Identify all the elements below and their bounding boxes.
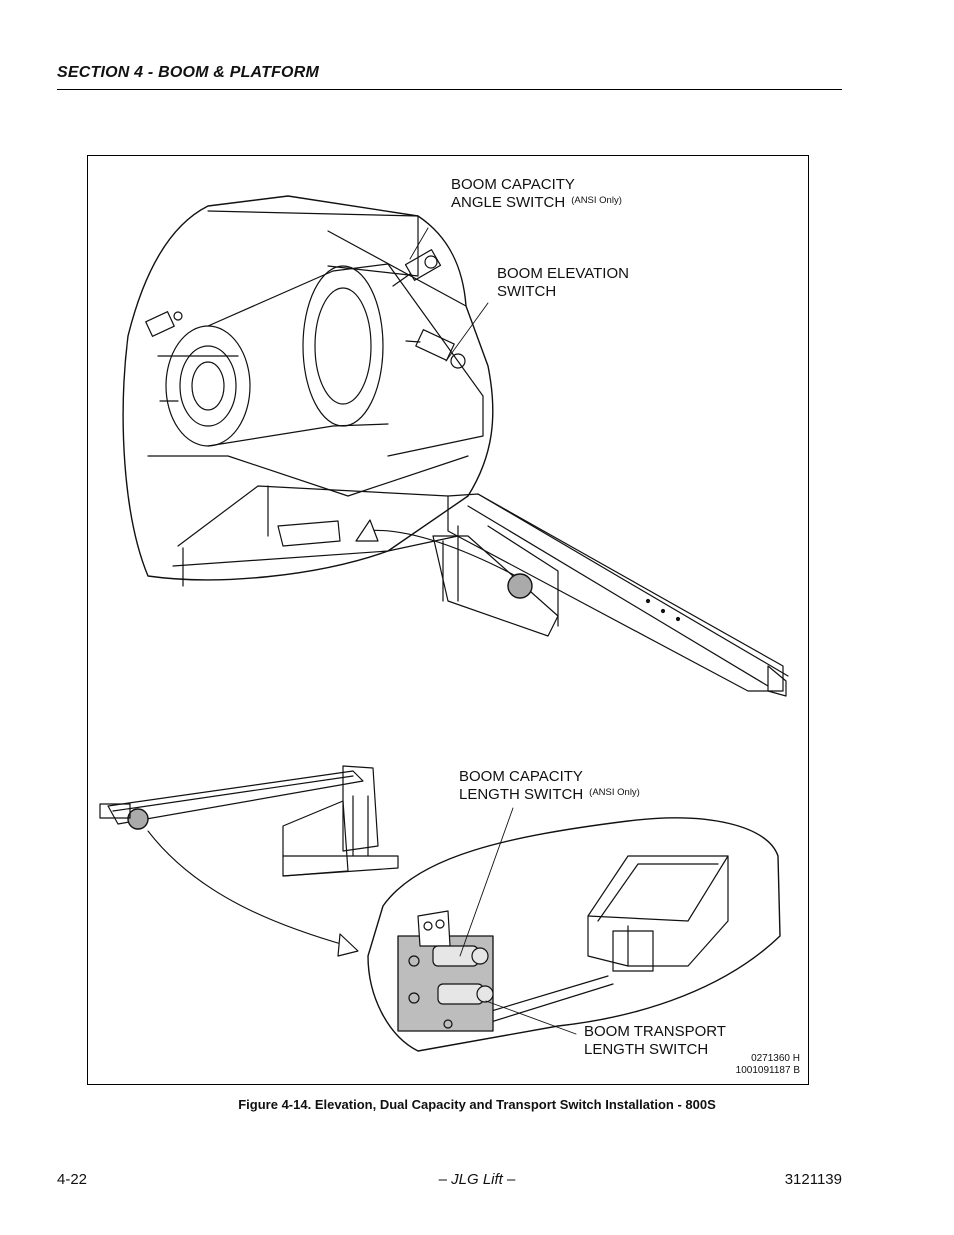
figure-frame [87, 155, 809, 1085]
pivot-detail-view [122, 195, 494, 587]
label-capacity-angle-line1: BOOM CAPACITY [451, 176, 575, 193]
label-capacity-length-switch: BOOM CAPACITY LENGTH SWITCH (ANSI Only) [459, 768, 640, 806]
boom-overview-upper [432, 493, 789, 697]
label-capacity-angle-switch: BOOM CAPACITY ANGLE SWITCH (ANSI Only) [451, 176, 622, 214]
tip-detail-view [367, 817, 781, 1052]
label-transport-line2: LENGTH SWITCH [584, 1041, 709, 1058]
header-rule [57, 89, 842, 90]
label-capacity-length-line1: BOOM CAPACITY [459, 768, 583, 785]
capacity-angle-switch [392, 249, 442, 287]
label-elevation-line2: SWITCH [497, 283, 557, 300]
label-capacity-length-line2: LENGTH SWITCH (ANSI Only) [459, 786, 640, 806]
ref-code-2: 1001091187 B [735, 1065, 800, 1076]
document-number: 3121139 [784, 1171, 842, 1188]
label-capacity-angle-note: (ANSI Only) [571, 195, 622, 206]
label-capacity-length-note: (ANSI Only) [589, 787, 640, 798]
footer-publisher: – JLG Lift – [438, 1171, 516, 1188]
figure-caption: Figure 4-14. Elevation, Dual Capacity an… [238, 1097, 716, 1112]
label-capacity-angle-line2: ANGLE SWITCH (ANSI Only) [451, 194, 622, 214]
label-capacity-angle-line2-text: ANGLE SWITCH [451, 194, 566, 211]
label-transport-length-switch: BOOM TRANSPORT LENGTH SWITCH [584, 1023, 726, 1059]
figure-reference-codes: 0271360 H 1001091187 B [736, 1053, 800, 1077]
capacity-length-switch [432, 945, 489, 967]
label-elevation-line1: BOOM ELEVATION [497, 265, 629, 282]
transport-length-switch [437, 983, 494, 1005]
ref-code-1: 0271360 H [751, 1053, 800, 1064]
boom-overview-lower [99, 765, 399, 877]
label-elevation-switch: BOOM ELEVATION SWITCH [497, 265, 629, 301]
label-capacity-length-line2-text: LENGTH SWITCH [459, 786, 584, 803]
page-number: 4-22 [57, 1171, 88, 1188]
label-transport-line1: BOOM TRANSPORT [584, 1023, 726, 1040]
technical-illustration [99, 195, 789, 1052]
elevation-switch [405, 329, 466, 369]
section-title: SECTION 4 - BOOM & PLATFORM [57, 64, 319, 81]
